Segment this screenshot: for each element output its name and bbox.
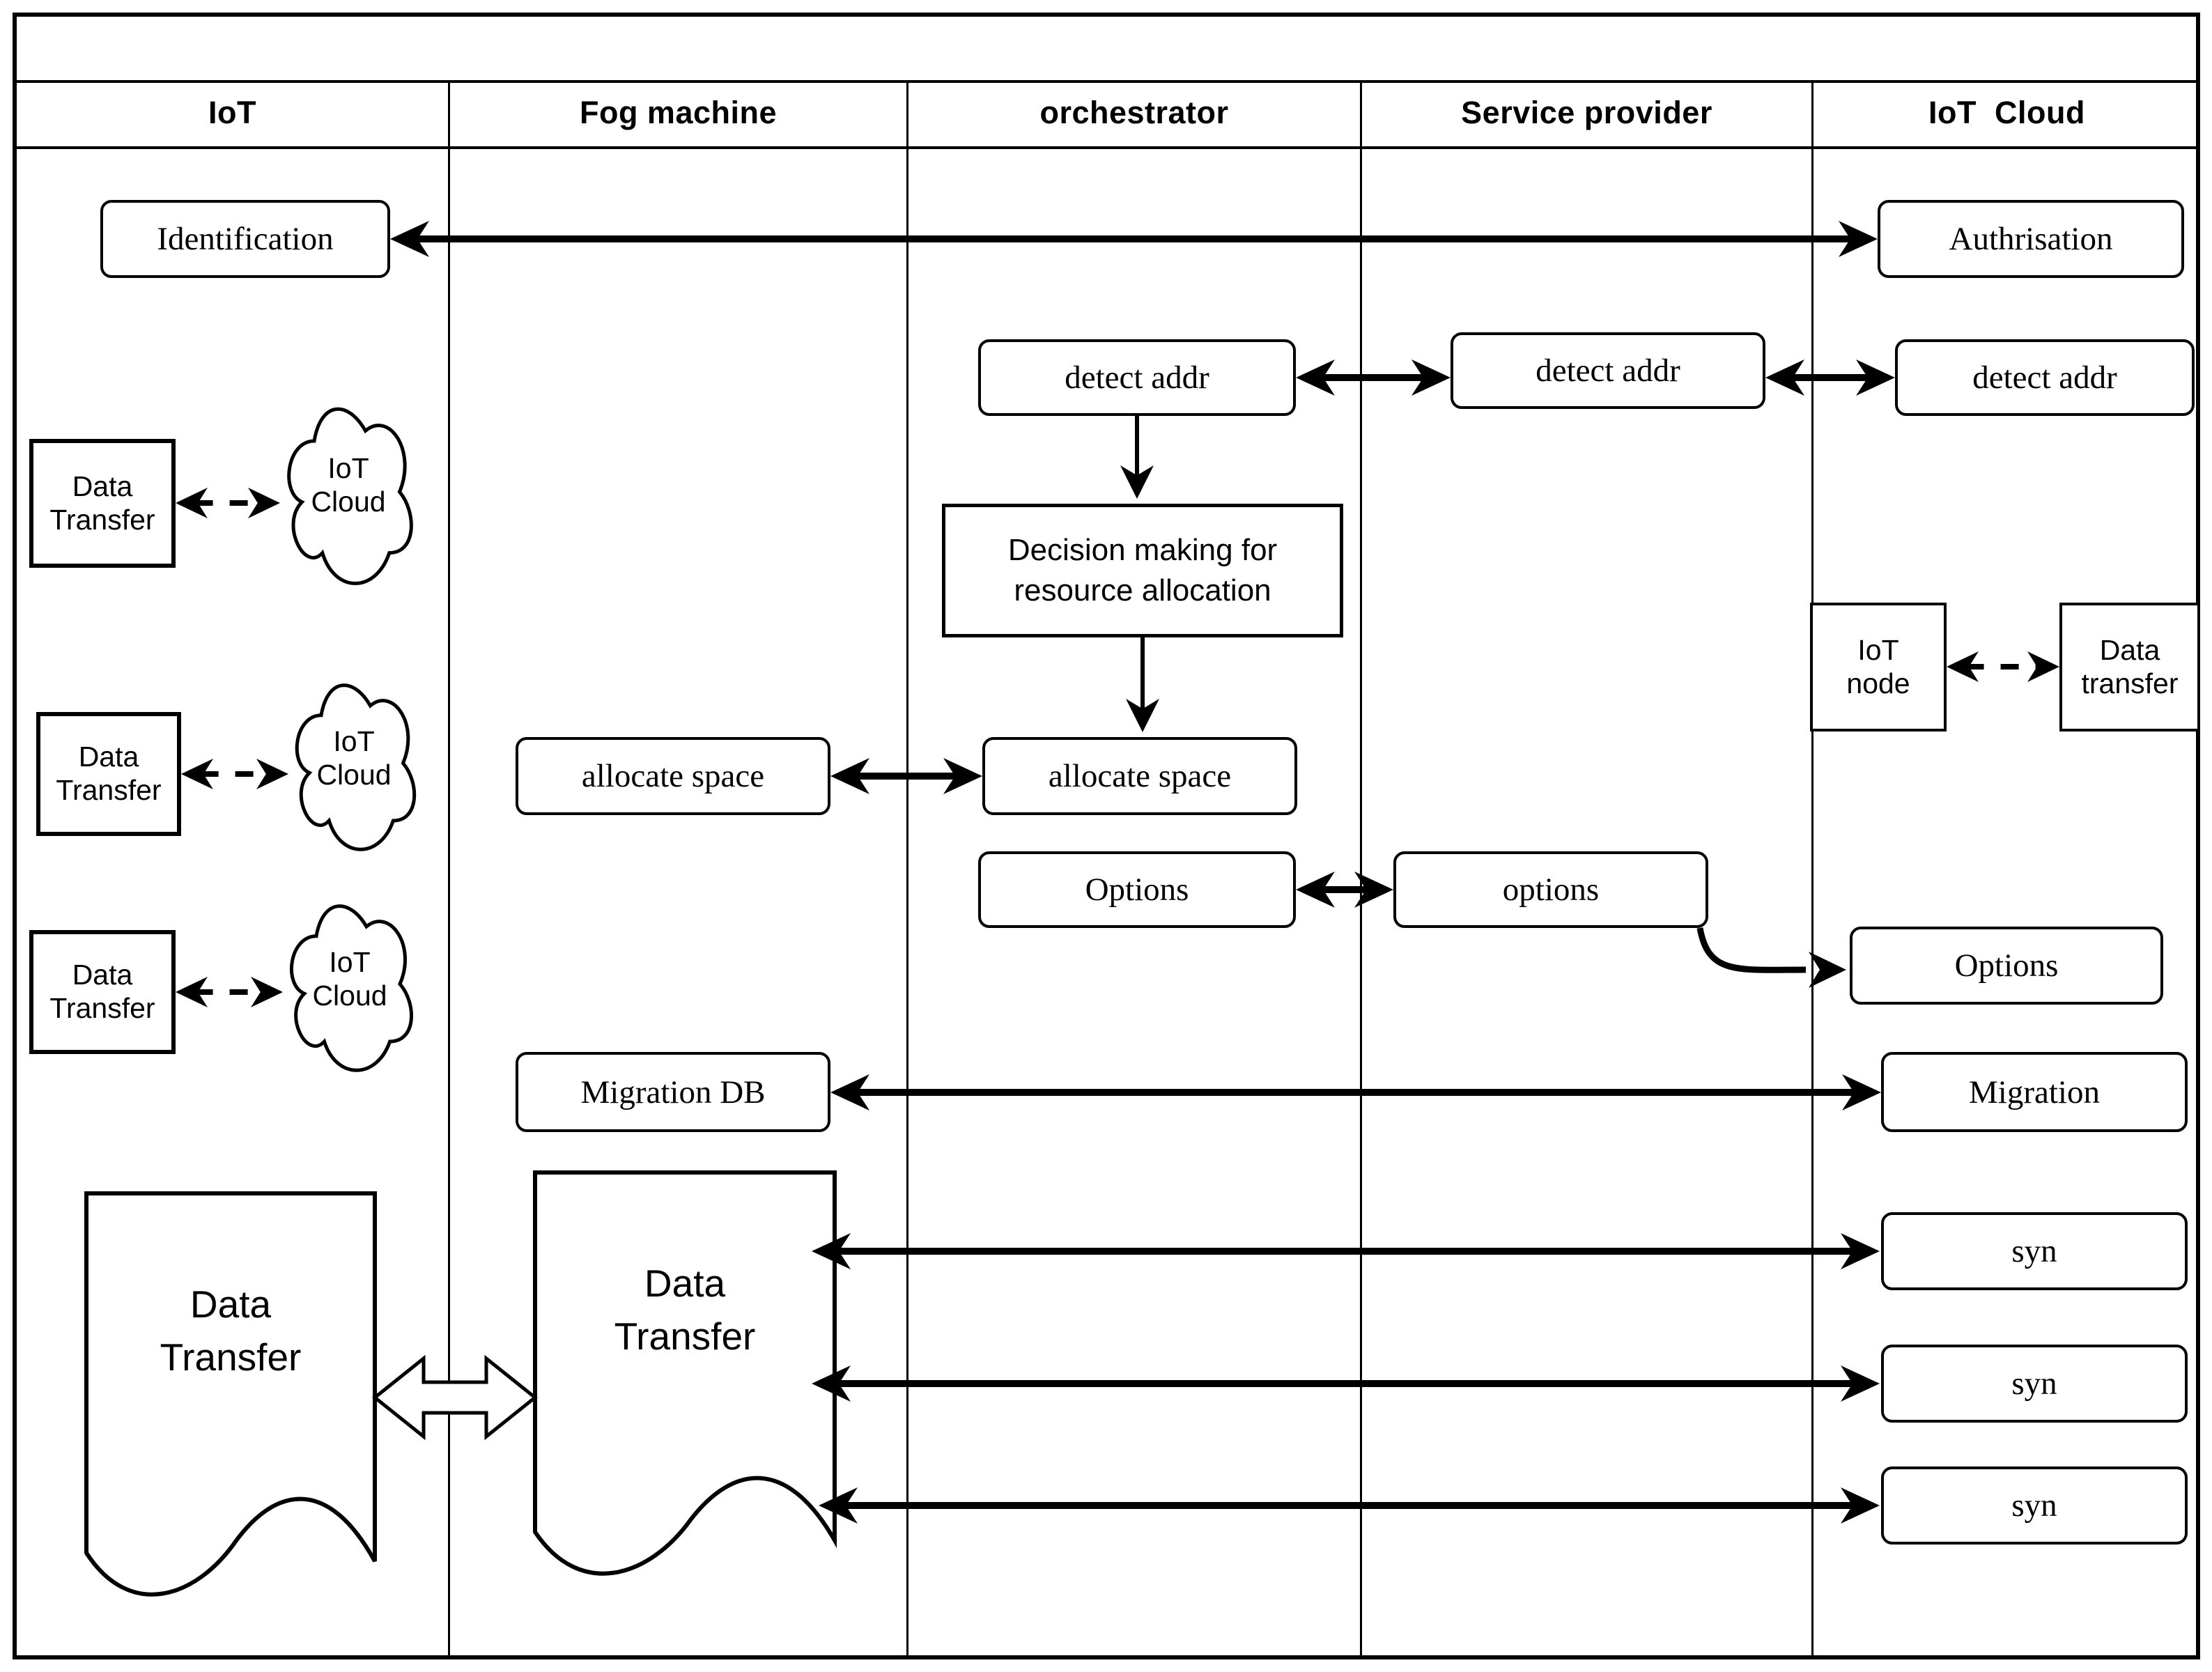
lane-header-service-provider: Service provider [1461,95,1712,130]
detect-addr-service-provider-box: detect addr [1451,332,1765,409]
allocate-space-fog-box: allocate space [516,737,830,815]
lane-header-iot-cloud: IoT Cloud [1928,95,2085,130]
identification-box: Identification [100,200,390,278]
doc-fog-line1: Data [644,1262,726,1305]
syn-box-1: syn [1881,1212,2188,1290]
lane-divider-3 [1360,80,1362,1659]
data-transfer-box-2-line1: Data [78,741,139,773]
migration-box: Migration [1881,1052,2188,1132]
lane-divider-4 [1811,80,1813,1659]
iot-cloud-1-line1: IoT [327,452,369,484]
authrisation-box: Authrisation [1878,200,2184,278]
iot-cloud-3-line1: IoT [329,946,371,978]
data-transfer-box-2-line2: Transfer [56,774,162,806]
iot-cloud-2-line2: Cloud [316,759,392,791]
iot-node-line1: IoT [1857,633,1899,666]
header-top-line [13,80,2200,83]
lane-header-fog-machine: Fog machine [579,95,778,130]
lane-header-iot: IoT [208,95,256,130]
data-transfer-box-3: Data Transfer [29,930,176,1054]
iot-cloud-1-line2: Cloud [311,486,386,518]
detect-addr-orchestrator-box: detect addr [978,339,1296,416]
data-transfer-node-box: Data transfer [2059,603,2200,732]
data-transfer-document-iot-label: Data Transfer [86,1278,375,1384]
options-iot-cloud-box: Options [1850,927,2163,1005]
decision-making-line1: Decision making for [1007,532,1278,567]
options-service-provider-box: options [1393,851,1708,928]
data-transfer-box-3-line2: Transfer [49,992,155,1024]
lane-divider-1 [448,80,450,1659]
syn-box-3: syn [1881,1466,2188,1545]
options-orchestrator-box: Options [978,851,1296,928]
data-transfer-box-1: Data Transfer [29,439,176,568]
migration-db-box: Migration DB [516,1052,830,1132]
data-transfer-box-3-line1: Data [72,959,133,991]
allocate-space-orchestrator-box: allocate space [982,737,1297,815]
doc-iot-line1: Data [190,1283,272,1326]
decision-making-box: Decision making for resource allocation [942,504,1343,637]
header-bottom-line [13,146,2200,149]
data-transfer-node-line1: Data [2099,633,2160,666]
iot-node-box: IoT node [1810,603,1947,732]
outer-border [13,13,2200,1659]
iot-cloud-3-line2: Cloud [312,980,387,1012]
doc-iot-line2: Transfer [160,1335,302,1379]
doc-fog-line2: Transfer [614,1314,756,1358]
decision-making-line2: resource allocation [1014,573,1271,607]
data-transfer-box-2: Data Transfer [36,712,181,836]
data-transfer-box-1-line1: Data [72,470,133,502]
iot-cloud-shape-3-label: IoT Cloud [283,945,417,1013]
detect-addr-iot-cloud-box: detect addr [1895,339,2195,416]
lane-header-orchestrator: orchestrator [1039,95,1229,130]
iot-cloud-2-line1: IoT [333,725,375,757]
iot-node-line2: node [1846,667,1910,699]
data-transfer-node-line2: transfer [2081,667,2179,699]
lane-divider-2 [906,80,908,1659]
syn-box-2: syn [1881,1345,2188,1423]
iot-cloud-shape-1-label: IoT Cloud [280,451,417,519]
data-transfer-document-fog-label: Data Transfer [535,1257,835,1363]
iot-cloud-shape-2-label: IoT Cloud [288,725,419,792]
data-transfer-box-1-line2: Transfer [49,503,155,536]
